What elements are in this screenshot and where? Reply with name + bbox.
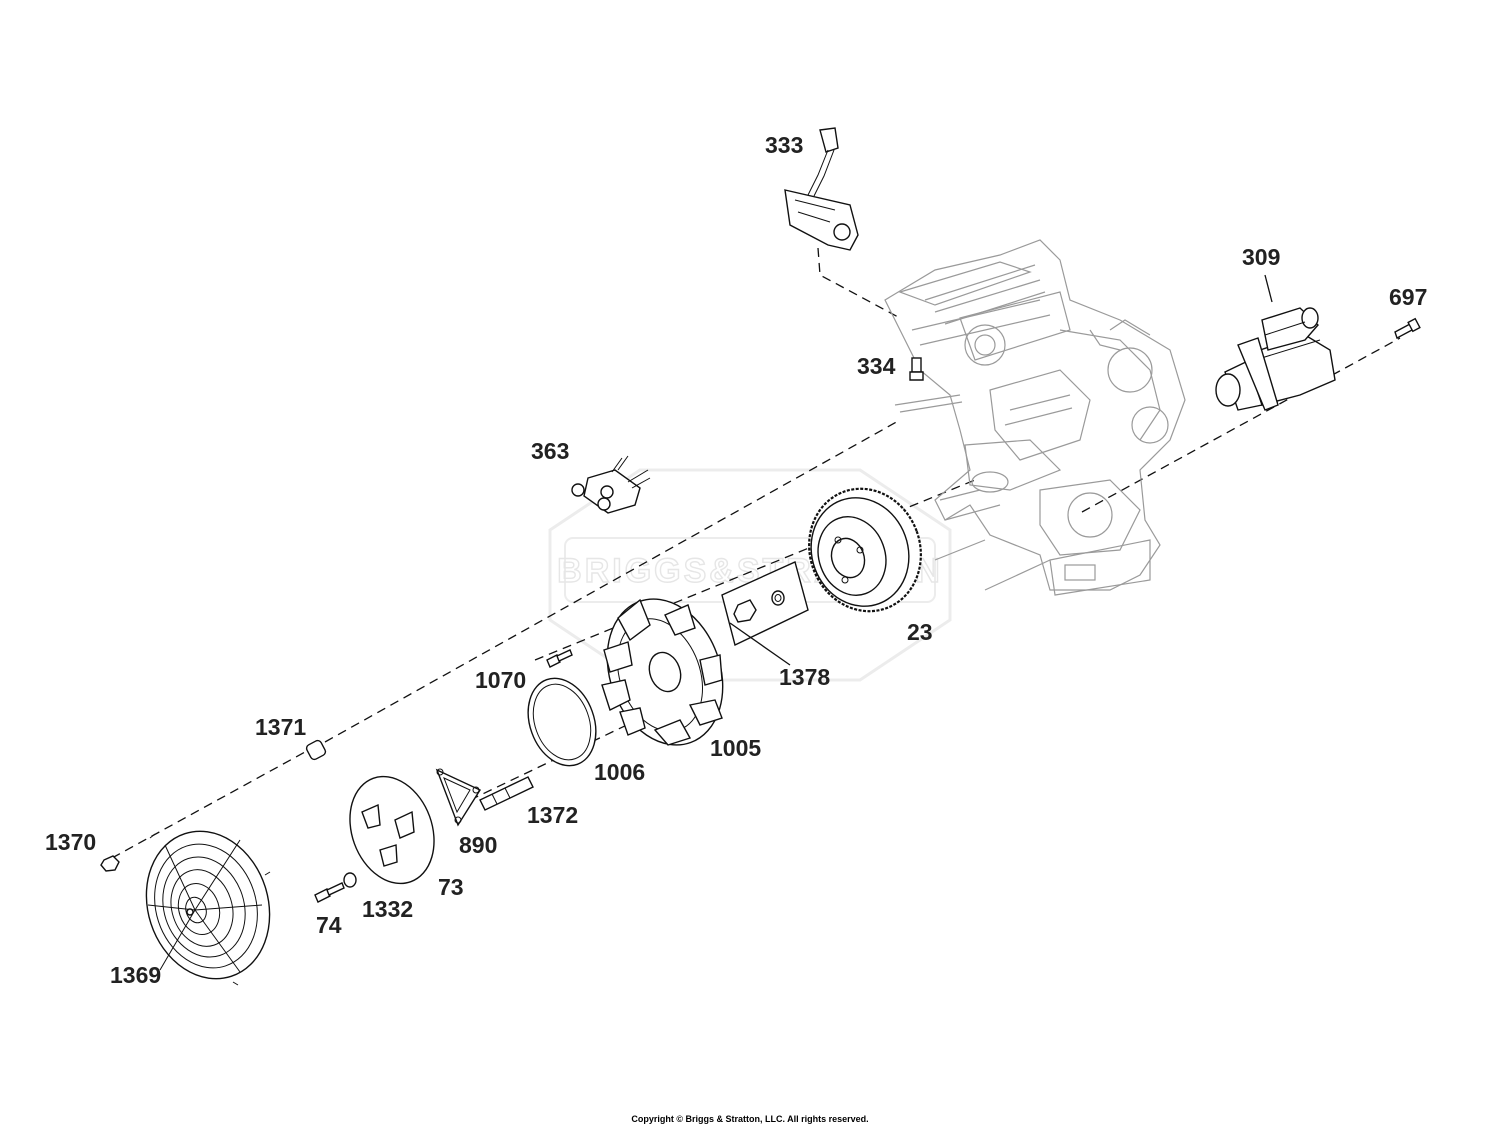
cover-plate: [349, 775, 435, 885]
label-1005: 1005: [710, 735, 761, 761]
starter-motor: [1215, 307, 1336, 411]
label-1378: 1378: [779, 664, 830, 690]
label-1070: 1070: [475, 667, 526, 693]
copyright-notice: Copyright © Briggs & Stratton, LLC. All …: [631, 1114, 869, 1124]
shaft-pin: [479, 776, 534, 811]
triangle-bracket: [435, 768, 482, 827]
label-1372: 1372: [527, 802, 578, 828]
ignition-coil: [784, 127, 859, 251]
label-74: 74: [316, 912, 342, 938]
label-1370: 1370: [45, 829, 96, 855]
grill-nut: [100, 855, 120, 872]
mounting-bracket: [571, 455, 651, 514]
cover-bolt: [314, 882, 345, 903]
label-1369: 1369: [110, 962, 161, 988]
label-73: 73: [438, 874, 464, 900]
label-333: 333: [765, 132, 803, 158]
coil-bolt: [909, 357, 924, 381]
label-334: 334: [857, 353, 896, 379]
label-1332: 1332: [362, 896, 413, 922]
engine-block: [884, 239, 1186, 596]
leader-lines: [729, 274, 1273, 666]
label-1006: 1006: [594, 759, 645, 785]
spacer: [305, 739, 327, 761]
gasket-ring: [527, 677, 597, 767]
washer: [343, 872, 357, 888]
label-1371: 1371: [255, 714, 306, 740]
label-309: 309: [1242, 244, 1280, 270]
fan-bolt: [546, 649, 573, 668]
label-363: 363: [531, 438, 569, 464]
label-890: 890: [459, 832, 497, 858]
label-23: 23: [907, 619, 933, 645]
cooling-fan: [601, 598, 724, 746]
nut-washer-kit: [721, 561, 809, 646]
fan-guard-grill: [145, 830, 271, 986]
flywheel: [808, 487, 922, 613]
starter-bolt: [1394, 317, 1421, 340]
label-697: 697: [1389, 284, 1427, 310]
